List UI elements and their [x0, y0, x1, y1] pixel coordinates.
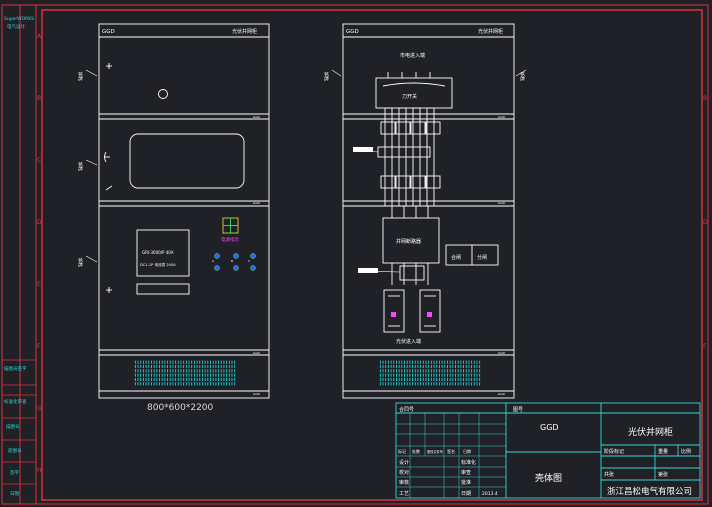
svg-text:GGD: GGD: [498, 392, 506, 396]
drawing-type: 壳体图: [535, 472, 562, 484]
open-button-label: 分闸: [477, 254, 487, 261]
stage-label: 重量: [658, 448, 668, 455]
drawing-frame: [1, 4, 709, 505]
sidebar: SuperWORKS 电气设计 描图员签字 标准化审查 描图号 底图号 签字 日…: [2, 16, 36, 497]
revision-col: 签名: [447, 448, 455, 454]
signoff-role: 设计: [399, 459, 409, 466]
indicator-label: 电源指示: [221, 236, 239, 243]
contract-no-label: 合同号: [399, 406, 414, 413]
signoff-role: 校对: [399, 469, 409, 476]
row-mark: B: [703, 95, 707, 102]
grid-breaker: [382, 217, 440, 264]
row-mark: G: [37, 405, 42, 412]
svg-text:GGD: GGD: [498, 351, 506, 355]
sidebar-label: 底图号: [8, 447, 22, 454]
pv-input-label: 光伏进入端: [396, 338, 421, 345]
svg-text:GGD: GGD: [253, 351, 261, 355]
sidebar-label: 标准化审查: [4, 398, 27, 405]
sheet-label: 第张: [658, 471, 668, 478]
svg-text:B: B: [231, 259, 233, 263]
row-mark: D: [703, 219, 708, 226]
drawing-no-label: 图号: [513, 407, 523, 413]
back-ventilation-grille: [379, 360, 481, 386]
revision-col: 日期: [463, 448, 471, 454]
front-knob: [158, 89, 168, 99]
svg-text:C: C: [248, 259, 250, 263]
signoff-mid: 批准: [461, 479, 471, 486]
revision-col: 处数: [412, 448, 420, 454]
row-mark: B: [37, 95, 41, 102]
signoff-mid: 审查: [461, 469, 471, 476]
back-side-tag: 铭牌: [520, 71, 525, 83]
stage-label: 比例: [681, 448, 691, 455]
model-name: GGD: [540, 423, 559, 432]
svg-text:GGD: GGD: [253, 115, 261, 119]
mains-input-label: 市电进入端: [400, 52, 425, 59]
front-ventilation-grille: [134, 360, 236, 386]
meter-panel: [136, 229, 190, 277]
sidebar-brand: SuperWORKS: [4, 16, 34, 22]
svg-text:A: A: [212, 259, 215, 263]
svg-text:GGD: GGD: [498, 115, 506, 119]
front-header-title: 光伏并网柜: [232, 28, 257, 35]
sidebar-label: 签字: [10, 469, 19, 476]
sheet-label: 共张: [604, 471, 614, 478]
row-mark: C: [37, 157, 41, 164]
row-mark: F: [37, 343, 41, 350]
meter-label-1: GRI-3000/P 40A: [142, 250, 174, 255]
back-view: [342, 23, 515, 399]
signoff-mid: 标准化: [461, 459, 476, 466]
back-side-tag: 铭牌: [324, 71, 329, 83]
front-side-tag: 铭牌: [78, 161, 83, 173]
breaker-label: 并网断路器: [396, 238, 421, 245]
signoff-mid: 日期: [461, 491, 471, 497]
pv-terminal-right: [419, 289, 441, 333]
title-block: [395, 402, 701, 499]
row-mark: D: [37, 219, 42, 226]
row-mark: E: [37, 281, 41, 288]
indicator-lights: 电源指示 A B C: [212, 217, 256, 271]
front-view: [98, 23, 270, 399]
meter-label-2: DC1-1P 电流表 200A: [140, 262, 176, 267]
front-cabinet-outline: [98, 23, 270, 399]
busbars: [377, 107, 441, 207]
label-tag: [353, 147, 373, 152]
signoff-role: 工艺: [399, 491, 409, 497]
front-side-tag: 铭牌: [78, 257, 83, 269]
pv-terminal-left: [383, 289, 405, 333]
row-mark: H: [37, 467, 42, 474]
close-button-label: 合闸: [451, 254, 461, 261]
row-marks: A B C D E F G H B D F: [37, 33, 708, 474]
front-window: [129, 133, 245, 189]
drawing-title: 光伏并网柜: [628, 426, 673, 438]
sidebar-brand-sub: 电气设计: [7, 23, 25, 30]
knife-switch-label: 刀开关: [402, 93, 417, 100]
back-header-model: GGD: [346, 29, 359, 35]
meter-slot: [136, 283, 190, 295]
revision-col: 标记: [398, 448, 406, 454]
stage-label: 阶段标记: [604, 448, 624, 455]
back-cabinet-outline: [342, 23, 515, 399]
revision-col: 更改文件号: [427, 449, 443, 454]
row-mark: F: [703, 343, 707, 350]
sidebar-label: 描图号: [6, 423, 20, 430]
company-name: 浙江昌松电气有限公司: [607, 486, 692, 497]
sidebar-label: 描图员签字: [4, 365, 27, 372]
front-side-tag: 铭牌: [78, 71, 83, 83]
row-mark: A: [37, 33, 42, 40]
signoff-role: 审核: [399, 479, 409, 486]
front-header-model: GGD: [102, 29, 115, 35]
back-header-title: 光伏并网柜: [478, 28, 503, 35]
svg-text:GGD: GGD: [498, 201, 506, 205]
svg-text:GGD: GGD: [253, 392, 261, 396]
dimension-label: 800*600*2200: [147, 403, 214, 413]
svg-text:GGD: GGD: [253, 201, 261, 205]
label-tag: [358, 268, 378, 273]
sidebar-label: 日期: [10, 491, 19, 497]
version-number: 2013.4: [482, 491, 498, 497]
